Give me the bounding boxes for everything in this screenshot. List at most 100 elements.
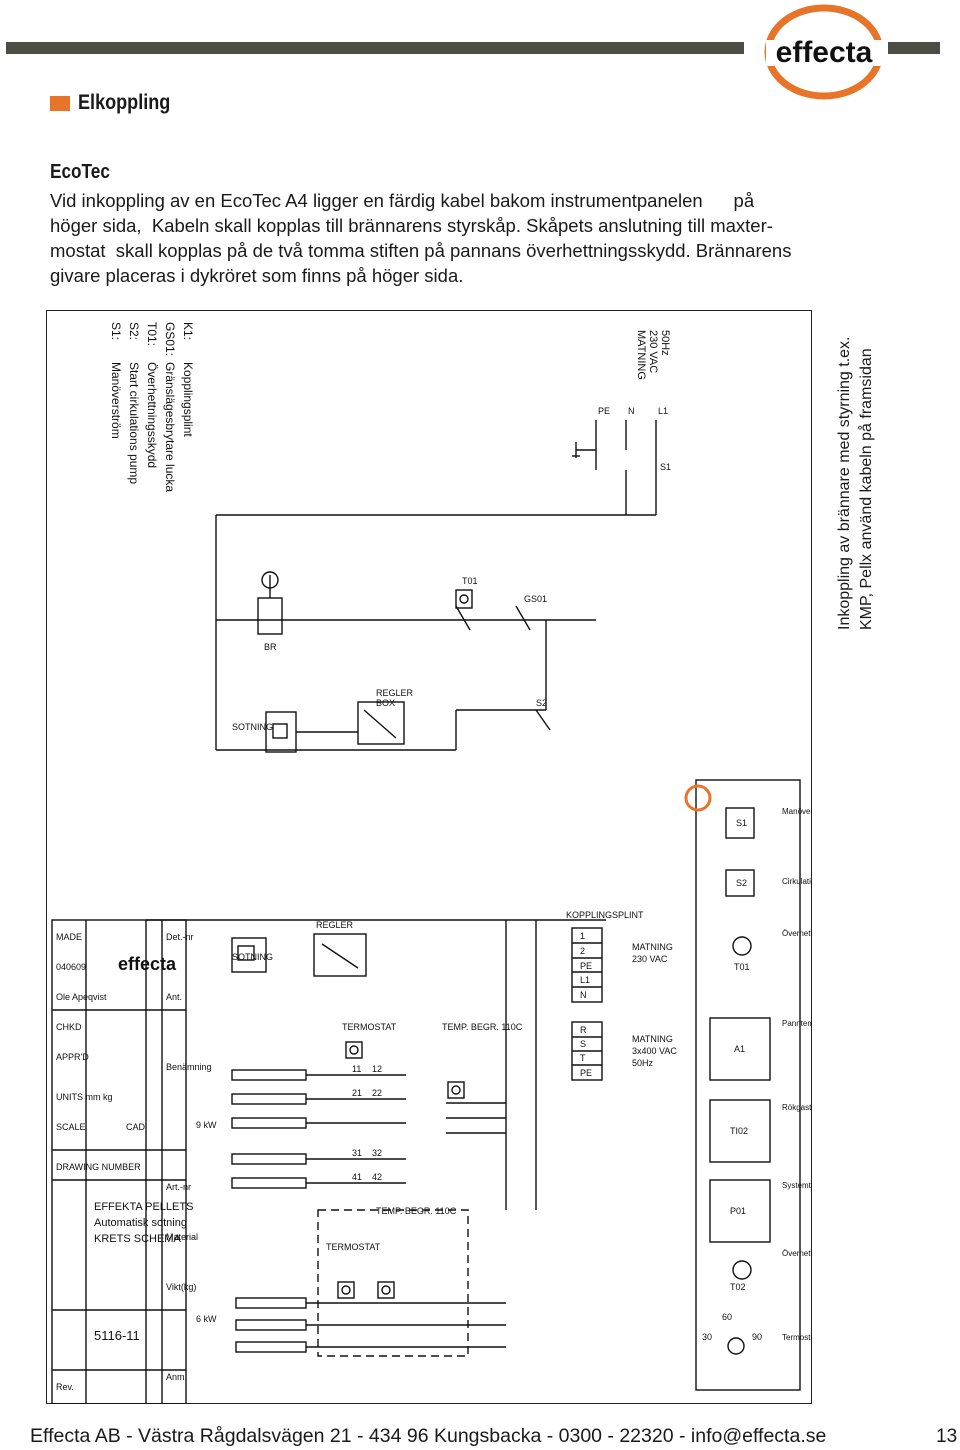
terminal-label: N [628, 406, 635, 416]
paragraph-line: höger sida, Kabeln skall kopplas till br… [50, 215, 773, 236]
legend-text: Kopplingsplint [181, 362, 195, 437]
title-header: Anm. [166, 1372, 187, 1382]
logo-text: effecta [776, 36, 873, 69]
matning-label: 50Hz [632, 1058, 654, 1068]
terminal-label: L1 [658, 406, 668, 416]
title-units: UNITS mm kg [56, 1092, 113, 1102]
title-cad: CAD [126, 1122, 146, 1132]
terminal-label: N [580, 990, 587, 1000]
title-header: Ant. [166, 992, 182, 1002]
panel-item: P01 [730, 1206, 746, 1216]
legend-text: Överhettningsskydd [145, 362, 159, 468]
title-drawing-title: EFFEKTA PELLETS [94, 1201, 193, 1213]
legend-code: T01: [145, 322, 159, 346]
title-block-logo: effecta [118, 954, 177, 974]
dial-label: 60 [722, 1312, 732, 1322]
dial-label: 30 [702, 1332, 712, 1342]
termostat-label: TERMOSTAT [342, 1022, 397, 1032]
panel-item: T01 [734, 962, 750, 972]
terminal-label: L1 [580, 975, 590, 985]
terminal-label: PE [580, 961, 592, 971]
contact-label: 11 [352, 1064, 361, 1074]
title-scale: SCALE [56, 1122, 86, 1132]
paragraph-line: mostat skall kopplas på de två tomma sti… [50, 240, 792, 261]
legend-text: Start cirkulations pump [127, 362, 141, 484]
title-header: Det.-nr [166, 932, 194, 942]
ecotec-heading: EcoTec [50, 161, 110, 183]
panel-label: Termostat elpatron [782, 1333, 812, 1342]
termostat-label: TERMOSTAT [326, 1242, 381, 1252]
matning-label: 3x400 VAC [632, 1046, 677, 1056]
contact-label: 42 [372, 1172, 382, 1182]
section-title: Elkoppling [78, 91, 171, 114]
title-made-date: 040609 [56, 962, 86, 972]
title-drawing-number-label: DRAWING NUMBER [56, 1162, 141, 1172]
footer-address: Effecta AB - Västra Rågdalsvägen 21 - 43… [30, 1425, 827, 1447]
panel-item: S2 [736, 878, 747, 888]
legend-code: S2: [127, 322, 141, 340]
title-header: Vikt(kg) [166, 1282, 196, 1292]
side-note-line: KMP, Pellx använd kabeln på framsidan [858, 348, 875, 630]
title-drawing-number: 5116-11 [94, 1328, 140, 1343]
matning-label: MATNING [632, 1034, 673, 1044]
contact-label: 12 [372, 1064, 382, 1074]
title-made-by: Ole Apeqvist [56, 992, 107, 1002]
title-header: Art.-nr [166, 1182, 191, 1192]
legend-text: Gränslägesbrytare lucka [163, 362, 177, 492]
effecta-logo: effecta [764, 4, 886, 100]
paragraph-line: givare placeras i dykröret som finns på … [50, 265, 464, 286]
legend-text: Manöverström [109, 362, 123, 439]
panel-label: Överhettning (kw) [782, 1249, 812, 1258]
power-label: 6 kW [196, 1314, 217, 1324]
temp-begr-label: TEMP. BEGR. 110C [442, 1022, 523, 1032]
power-label: 9 kW [196, 1120, 217, 1130]
panel-item: TI02 [730, 1126, 748, 1136]
supply-label: 230 VAC [647, 330, 659, 373]
section-marker [50, 96, 70, 111]
panel-item: T02 [730, 1282, 746, 1292]
kopplingsplint-label: KOPPLINGSPLINT [566, 910, 644, 920]
title-apprd: APPR'D [56, 1052, 89, 1062]
panel-label: Cirkulationspump [782, 877, 812, 886]
title-chkd: CHKD [56, 1022, 82, 1032]
wiring-diagram: S1: Manöverström S2: Start cirkulations … [51, 322, 812, 1404]
switch-label: T01 [462, 576, 478, 586]
sotning-label: SOTNING [232, 722, 273, 732]
regler-label: BOX [376, 698, 395, 708]
title-drawing-title: KRETS SCHEMA [94, 1233, 181, 1245]
side-note: Inkoppling av brännare med styrning t.ex… [834, 337, 878, 631]
contact-label: 31 [352, 1148, 362, 1158]
supply-label: 50Hz [659, 330, 671, 356]
supply-label: MATNING [635, 330, 647, 380]
title-drawing-title: Automatisk sotning [94, 1217, 187, 1229]
terminal-label: S [580, 1039, 586, 1049]
burner-label: BR [264, 642, 277, 652]
side-note-line: Inkoppling av brännare med styrning t.ex… [836, 336, 853, 631]
contact-label: 21 [352, 1088, 362, 1098]
header-bar-end [888, 42, 940, 54]
terminal-label: T [580, 1053, 586, 1063]
panel-label: Rökgastemperatur [782, 1103, 812, 1112]
panel-label: Manöverström [782, 807, 812, 816]
terminal-label: PE [598, 406, 610, 416]
sotning-label: SOTNING [232, 952, 273, 962]
contact-label: 32 [372, 1148, 382, 1158]
regler-label: REGLER [316, 920, 354, 930]
legend-code: S1: [109, 322, 123, 340]
title-made: MADE [56, 932, 82, 942]
matning-label: 230 VAC [632, 954, 668, 964]
paragraph-line: Vid inkoppling av en EcoTec A4 ligger en… [50, 190, 755, 211]
title-header: Benämning [166, 1062, 212, 1072]
contact-label: 22 [372, 1088, 382, 1098]
switch-label: S2 [536, 698, 547, 708]
terminal-label: R [580, 1025, 587, 1035]
panel-label: Panntemperatur [782, 1019, 812, 1028]
panel-item: S1 [736, 818, 747, 828]
legend-code: K1: [181, 322, 195, 340]
page-number: 13 [936, 1426, 958, 1447]
panel-label: Överhettnings-skydd [782, 929, 812, 938]
header-bar [6, 42, 744, 54]
ecotec-paragraph: Vid inkoppling av en EcoTec A4 ligger en… [50, 188, 900, 288]
legend-code: GS01: [163, 322, 177, 356]
title-header: Material [166, 1232, 198, 1242]
